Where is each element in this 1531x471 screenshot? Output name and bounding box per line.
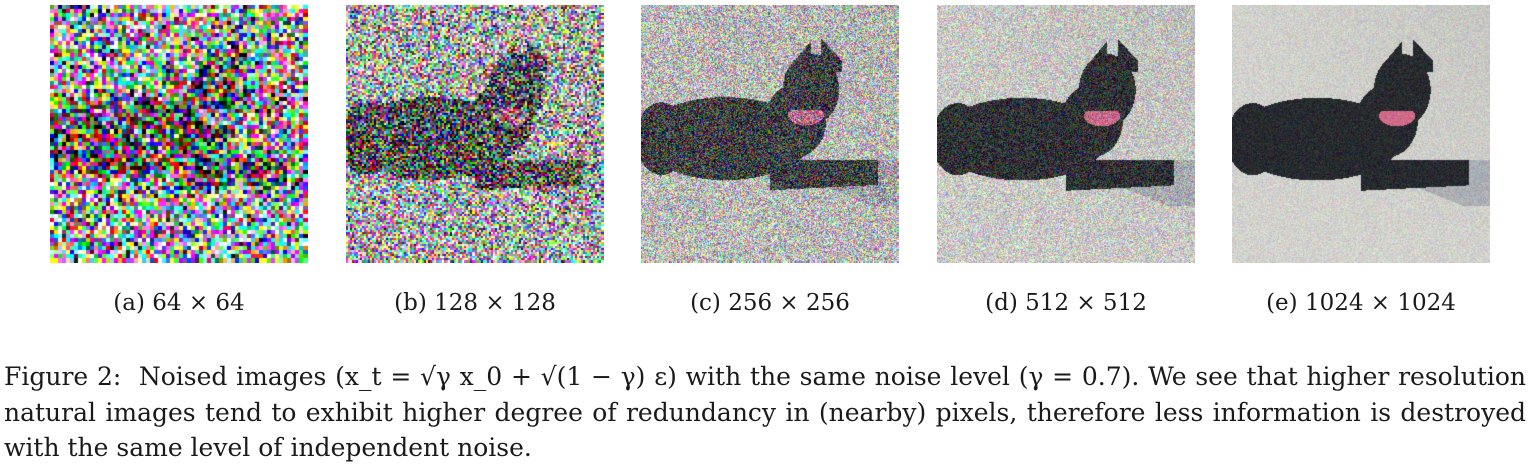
subcaption-b: (b) 128 × 128 — [394, 290, 556, 316]
figure-caption: Figure 2: Noised images (x_t = √γ x_0 + … — [4, 359, 1526, 466]
subcaption-a: (a) 64 × 64 — [113, 290, 245, 316]
caption-formula: Noised images (x_t = √γ x_0 + √(1 − γ) ε… — [138, 362, 1140, 391]
panel-e — [1232, 5, 1490, 263]
caption-text: We see that higher resolution natural im… — [4, 362, 1527, 462]
noised-dog-image-128 — [346, 5, 604, 263]
caption-label: Figure 2: — [4, 362, 122, 391]
panel-d — [937, 5, 1195, 263]
noised-dog-image-512 — [937, 5, 1195, 263]
noised-dog-image-256 — [641, 5, 899, 263]
panel-b — [346, 5, 604, 263]
subcaption-d: (d) 512 × 512 — [985, 290, 1147, 316]
subcaption-e: (e) 1024 × 1024 — [1266, 290, 1456, 316]
noised-dog-image-1024 — [1232, 5, 1490, 263]
panel-c — [641, 5, 899, 263]
subcaption-c: (c) 256 × 256 — [690, 290, 850, 316]
panel-a — [50, 5, 308, 263]
noised-dog-image-64 — [50, 5, 308, 263]
